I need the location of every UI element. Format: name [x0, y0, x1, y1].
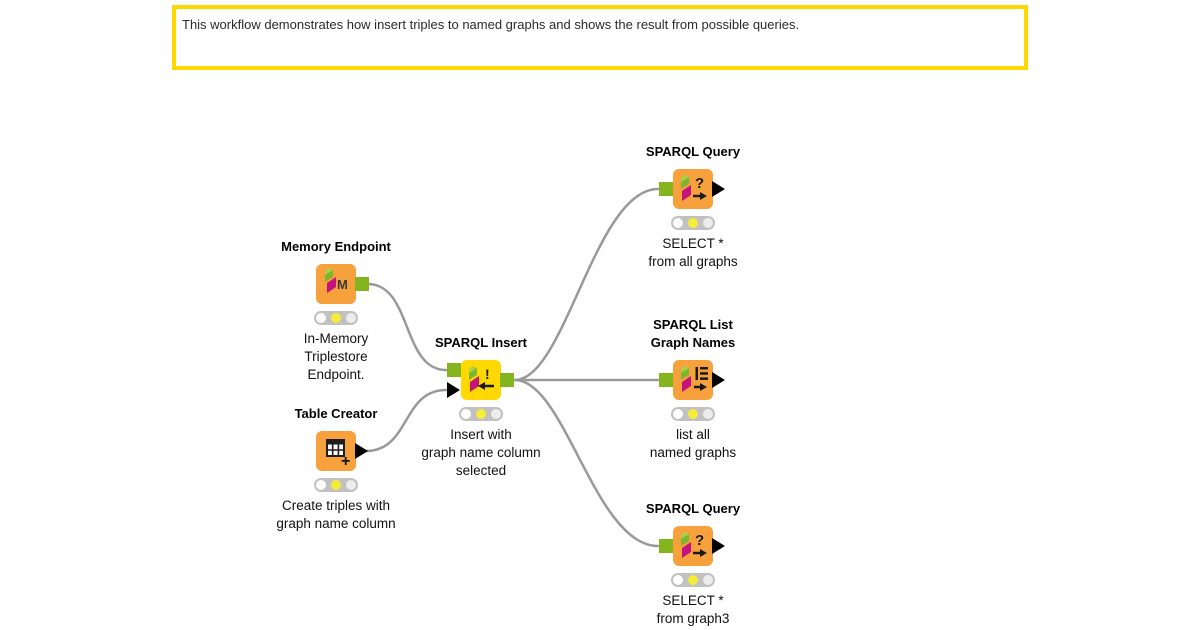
- traffic-light-yellow: [476, 409, 486, 419]
- traffic-light: [671, 407, 715, 421]
- output-port-data[interactable]: [712, 538, 725, 554]
- traffic-light: [314, 311, 358, 325]
- in-memory-triplestore-icon[interactable]: M: [316, 264, 356, 304]
- traffic-light: [671, 216, 715, 230]
- output-port-data[interactable]: [355, 443, 368, 459]
- output-port-endpoint[interactable]: [355, 277, 369, 291]
- traffic-light-red: [673, 409, 683, 419]
- traffic-light-red: [316, 480, 326, 490]
- output-port-data[interactable]: [712, 372, 725, 388]
- traffic-light: [459, 407, 503, 421]
- node-sparql-query-bottom[interactable]: SPARQL Query ? SELECT * from graph3: [646, 501, 740, 626]
- node-title[interactable]: SPARQL Query: [645, 144, 741, 159]
- node-title[interactable]: SPARQL Insert: [435, 335, 527, 350]
- node-comment[interactable]: SELECT * from graph3: [656, 593, 730, 626]
- node-comment[interactable]: Insert with graph name column selected: [421, 427, 541, 478]
- traffic-light-green: [703, 218, 713, 228]
- node-title[interactable]: SPARQL Query: [645, 501, 741, 516]
- traffic-light: [314, 478, 358, 492]
- node-comment[interactable]: SELECT * from all graphs: [648, 236, 738, 269]
- traffic-light-yellow: [688, 409, 698, 419]
- node-sparql-list-graph-names[interactable]: SPARQL List Graph Names list all: [650, 317, 736, 460]
- input-port-endpoint[interactable]: [659, 373, 673, 387]
- traffic-light-red: [673, 575, 683, 585]
- sparql-insert-icon[interactable]: !: [461, 360, 501, 400]
- traffic-light-red: [316, 313, 326, 323]
- traffic-light-green: [703, 575, 713, 585]
- node-title[interactable]: SPARQL List Graph Names: [650, 317, 736, 350]
- traffic-light: [671, 573, 715, 587]
- traffic-light-green: [346, 313, 356, 323]
- traffic-light-yellow: [331, 480, 341, 490]
- connection-insert-to-query-bottom[interactable]: [513, 378, 660, 548]
- input-port-endpoint[interactable]: [447, 363, 461, 377]
- traffic-light-yellow: [688, 218, 698, 228]
- sparql-list-icon[interactable]: [673, 360, 713, 400]
- sparql-query-icon[interactable]: ?: [673, 169, 713, 209]
- sparql-query-icon[interactable]: ?: [673, 526, 713, 566]
- svg-text:?: ?: [695, 532, 704, 549]
- connection-memory-to-insert[interactable]: [366, 282, 448, 372]
- svg-text:!: !: [485, 366, 490, 382]
- node-comment[interactable]: In-Memory Triplestore Endpoint.: [303, 331, 369, 382]
- traffic-light-red: [461, 409, 471, 419]
- connection-insert-to-query-top[interactable]: [513, 187, 660, 382]
- traffic-light-yellow: [331, 313, 341, 323]
- traffic-light-green: [703, 409, 713, 419]
- output-port-data[interactable]: [712, 181, 725, 197]
- traffic-light-green: [346, 480, 356, 490]
- node-title[interactable]: Memory Endpoint: [281, 239, 391, 254]
- connection-table-to-insert[interactable]: [364, 388, 448, 453]
- traffic-light-red: [673, 218, 683, 228]
- node-sparql-insert[interactable]: SPARQL Insert ! Insert with graph name c…: [421, 335, 540, 478]
- node-comment[interactable]: Create triples with graph name column: [276, 498, 396, 531]
- node-comment[interactable]: list all named graphs: [649, 427, 737, 460]
- table-creator-icon[interactable]: +: [316, 431, 356, 471]
- workflow-annotation[interactable]: This workflow demonstrates how insert tr…: [172, 5, 1028, 70]
- svg-text:+: +: [341, 453, 350, 470]
- svg-text:M: M: [337, 277, 348, 292]
- node-title[interactable]: Table Creator: [294, 406, 378, 421]
- input-port-endpoint[interactable]: [659, 539, 673, 553]
- node-memory-endpoint[interactable]: Memory Endpoint M In-Memory Triplestore …: [281, 239, 391, 382]
- svg-text:?: ?: [695, 175, 704, 192]
- input-port-endpoint[interactable]: [659, 182, 673, 196]
- output-port-endpoint[interactable]: [500, 373, 514, 387]
- node-table-creator[interactable]: Table Creator + Create triples with grap…: [276, 406, 395, 531]
- traffic-light-yellow: [688, 575, 698, 585]
- traffic-light-green: [491, 409, 501, 419]
- annotation-text: This workflow demonstrates how insert tr…: [182, 17, 800, 32]
- node-sparql-query-top[interactable]: SPARQL Query ? SELECT * from all graphs: [646, 144, 740, 269]
- input-port-data[interactable]: [447, 382, 460, 398]
